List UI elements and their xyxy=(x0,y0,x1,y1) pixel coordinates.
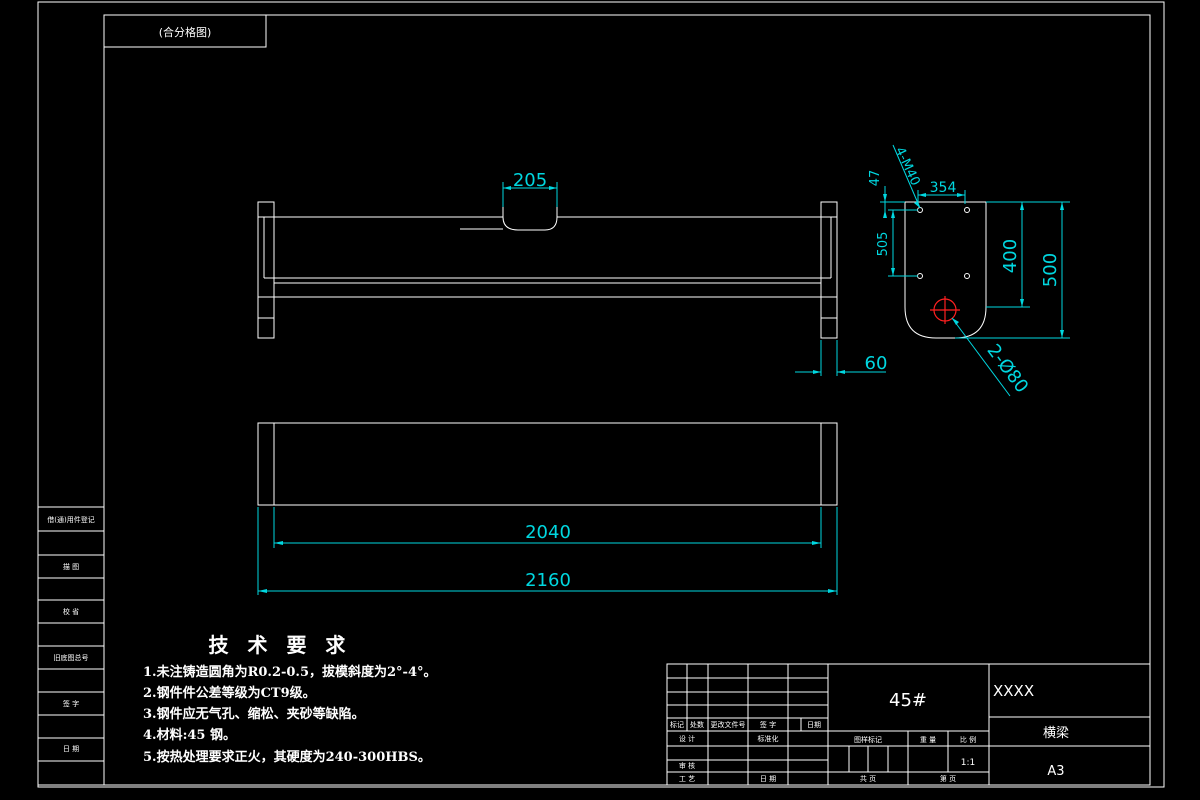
dim-hole-spacing: 505 xyxy=(876,232,891,257)
tb-stage: 图样标记 xyxy=(854,735,882,744)
strip-label-6: 日 期 xyxy=(63,745,79,753)
tb-date: 日期 xyxy=(807,721,821,729)
left-strip: 借(通)用件登记 描 图 校 省 旧底图总号 签 字 日 期 xyxy=(37,506,105,786)
dim-top-width: 205 xyxy=(513,170,547,191)
requirements-title: 技 术 要 求 xyxy=(209,633,352,657)
technical-requirements: 技 术 要 求 1.未注铸造圆角为R0.2-0.5，拔模斜度为2°-4°。 2.… xyxy=(143,633,437,765)
tb-ratio: 比 例 xyxy=(960,735,976,744)
strip-label-4: 旧底图总号 xyxy=(54,653,89,662)
dim-inner-length: 2040 xyxy=(525,522,571,543)
tb-approve: 日 期 xyxy=(760,775,776,783)
tb-std: 标准化 xyxy=(758,734,779,743)
front-view xyxy=(257,201,838,339)
dim-side-height-inner: 400 xyxy=(1000,239,1021,273)
dim-side-height-outer: 500 xyxy=(1040,253,1061,287)
dim-top-offset: 47 xyxy=(868,170,883,187)
tb-doc: 更改文件号 xyxy=(711,720,746,729)
strip-label-3: 校 省 xyxy=(63,607,79,616)
strip-label-1: 借(通)用件登记 xyxy=(47,515,94,524)
tb-part-name: 横梁 xyxy=(1043,726,1069,741)
dim-side-width: 354 xyxy=(930,180,957,196)
tb-process: 工 艺 xyxy=(679,775,695,783)
plan-view xyxy=(257,422,838,506)
dim-60: 60 xyxy=(795,340,887,376)
requirement-3: 3.钢件应无气孔、缩松、夹砂等缺陷。 xyxy=(143,706,365,722)
dim-205: 205 xyxy=(502,170,558,207)
requirement-4: 4.材料:45 钢。 xyxy=(143,727,236,743)
requirement-1: 1.未注铸造圆角为R0.2-0.5，拔模斜度为2°-4°。 xyxy=(143,664,437,680)
tb-design: 设 计 xyxy=(679,734,695,743)
tb-scale-value: 1:1 xyxy=(961,758,975,768)
tb-sign: 签 字 xyxy=(760,720,776,729)
tb-company: XXXX xyxy=(993,682,1034,700)
side-view xyxy=(904,201,987,339)
tb-total: 共 页 xyxy=(860,774,876,783)
tb-marks: 标记 xyxy=(670,720,684,729)
title-block: 标记 处数 更改文件号 签 字 日期 设 计 标准化 审 核 工 艺 日 期 图… xyxy=(666,663,1151,786)
tb-sheet-size: A3 xyxy=(1047,764,1064,779)
dim-flange-thickness: 60 xyxy=(865,353,888,374)
strip-label-5: 签 字 xyxy=(63,699,79,708)
tb-material: 45# xyxy=(889,690,927,711)
dim-side-holes: 4-M40 xyxy=(892,145,923,188)
dim-overall-length: 2160 xyxy=(525,570,571,591)
tb-sheet: 第 页 xyxy=(940,774,956,783)
strip-label-2: 描 图 xyxy=(63,562,79,571)
tb-count: 处数 xyxy=(690,720,704,729)
tb-weight: 重 量 xyxy=(920,736,936,744)
header-box-label: (合分格图) xyxy=(159,25,212,39)
requirement-2: 2.钢件件公差等级为CT9级。 xyxy=(143,685,316,701)
header-box xyxy=(103,14,267,48)
tb-review: 审 核 xyxy=(679,761,695,770)
length-dimensions: 2040 2160 xyxy=(257,507,838,595)
side-dimensions: 354 505 47 4-M40 400 500 2-Ø80 xyxy=(868,144,1070,397)
outer-frame xyxy=(37,1,1165,788)
requirement-5: 5.按热处理要求正火，其硬度为240-300HBS。 xyxy=(143,749,431,765)
drawing-frame xyxy=(103,14,1151,786)
